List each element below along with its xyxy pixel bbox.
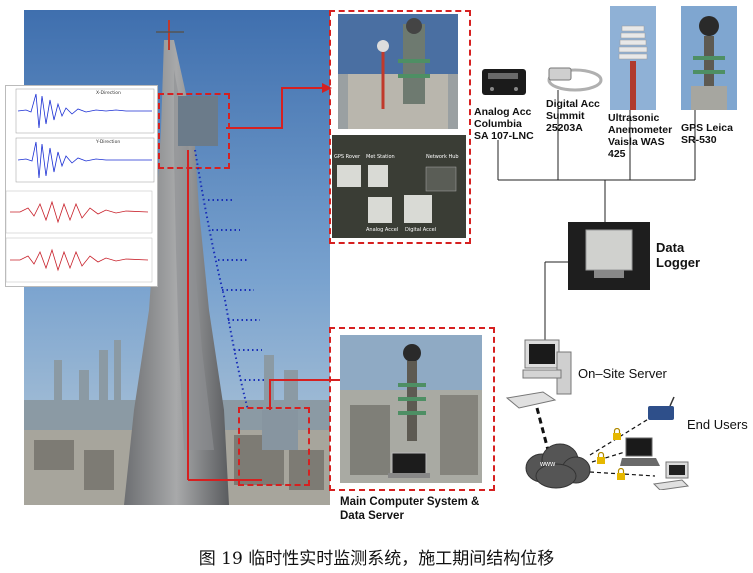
gps-label: GPS Leica SR-530 xyxy=(681,122,733,146)
handheld-device-icon xyxy=(648,396,675,420)
digital-acc-label: Digital Acc Summit 25203A xyxy=(546,98,600,134)
anemometer-line-4: 425 xyxy=(608,148,626,160)
desktop-icon xyxy=(652,461,690,490)
main-computer-photo xyxy=(340,335,482,483)
gps-line-1: GPS Leica xyxy=(681,122,733,134)
digital-acc-line-3: 25203A xyxy=(546,122,583,134)
end-users-label: End Users xyxy=(687,417,748,432)
data-logger-photo xyxy=(568,222,650,290)
lock-icon xyxy=(597,452,605,464)
tower-top-highlight xyxy=(158,93,230,169)
data-logger-line-1: Data xyxy=(656,240,685,255)
y-direction-title: Y-Direction xyxy=(96,140,121,145)
analog-acc-line-1: Analog Acc xyxy=(474,106,532,118)
waveform-plots xyxy=(5,88,155,283)
analog-accel-label: Analog Accel xyxy=(366,227,399,233)
digital-accel-label: Digital Accel xyxy=(405,227,437,233)
anemometer-label: Ultrasonic Anemometer Vaisla WAS 425 xyxy=(608,112,672,160)
main-computer-label: Main Computer System & Data Server xyxy=(340,495,479,523)
anemometer-line-2: Anemometer xyxy=(608,124,673,136)
main-computer-panel xyxy=(329,327,495,491)
lock-icon xyxy=(613,428,621,440)
network-hub-label: Network Hub xyxy=(426,154,459,160)
main-computer-line-2: Data Server xyxy=(340,510,404,522)
digital-acc-line-1: Digital Acc xyxy=(546,98,600,110)
tower-top-inset xyxy=(178,96,218,146)
equipment-photo xyxy=(332,135,466,238)
data-logger-label: Data Logger xyxy=(656,240,700,270)
lock-icon xyxy=(617,468,625,480)
digital-acc-line-2: Summit xyxy=(546,110,585,122)
x-direction-title: X-Direction xyxy=(96,91,121,96)
gps-line-2: SR-530 xyxy=(681,134,717,146)
analog-acc-device-icon xyxy=(482,69,526,95)
laptop-icon xyxy=(620,437,660,466)
analog-acc-line-3: SA 107-LNC xyxy=(474,130,534,142)
server-computer-icon xyxy=(505,339,572,409)
anemometer-line-1: Ultrasonic xyxy=(608,112,660,124)
anemometer-line-3: Vaisla WAS xyxy=(608,136,665,148)
analog-acc-line-2: Columbia xyxy=(474,118,522,130)
tower-base-highlight xyxy=(238,407,310,486)
cloud-label: www xyxy=(540,461,556,468)
digital-acc-device-icon xyxy=(547,67,603,92)
anemometer-photo xyxy=(610,6,656,110)
gps-photo xyxy=(681,6,737,110)
tower-top-photo xyxy=(338,14,458,129)
onsite-server-label: On–Site Server xyxy=(578,366,667,381)
gps-rover-label: GPS Rover xyxy=(334,154,361,160)
tower-base-inset xyxy=(262,410,298,450)
internet-cloud-icon xyxy=(525,443,591,489)
main-computer-line-1: Main Computer System & xyxy=(340,496,480,508)
sensor-photo-panel xyxy=(329,10,471,244)
figure-caption: 图 19 临时性实时监测系统，施工期间结构位移 xyxy=(198,549,555,569)
accel-waveform-panel: X-Direction Y-Direction xyxy=(5,85,158,287)
met-station-label: Met Station xyxy=(366,154,395,160)
data-logger-line-2: Logger xyxy=(656,255,701,270)
analog-acc-label: Analog Acc Columbia SA 107-LNC xyxy=(474,106,534,142)
